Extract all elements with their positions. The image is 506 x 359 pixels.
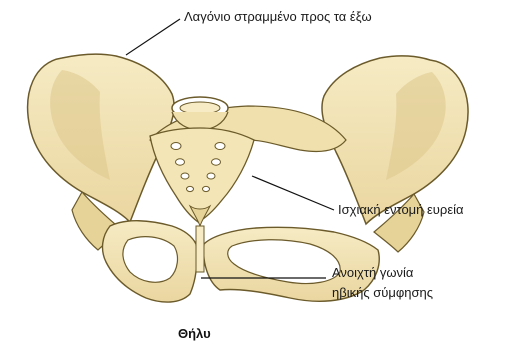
leader-line-sciatic-notch (252, 176, 334, 210)
label-pubic-angle-line2: ηβικής σύμφησης (332, 285, 433, 301)
pubic-symphysis (196, 226, 204, 272)
sacrum (150, 128, 254, 222)
leader-line-ilium (126, 19, 180, 55)
label-pubic-angle-line1: Ανοιχτή γωνία (332, 265, 413, 281)
label-sciatic-notch: Ισχιακή εντομή ευρεία (338, 202, 464, 218)
diagram-caption: Θήλυ (178, 326, 211, 341)
label-ilium-flared: Λαγόνιο στραμμένο προς τα έξω (184, 9, 372, 25)
